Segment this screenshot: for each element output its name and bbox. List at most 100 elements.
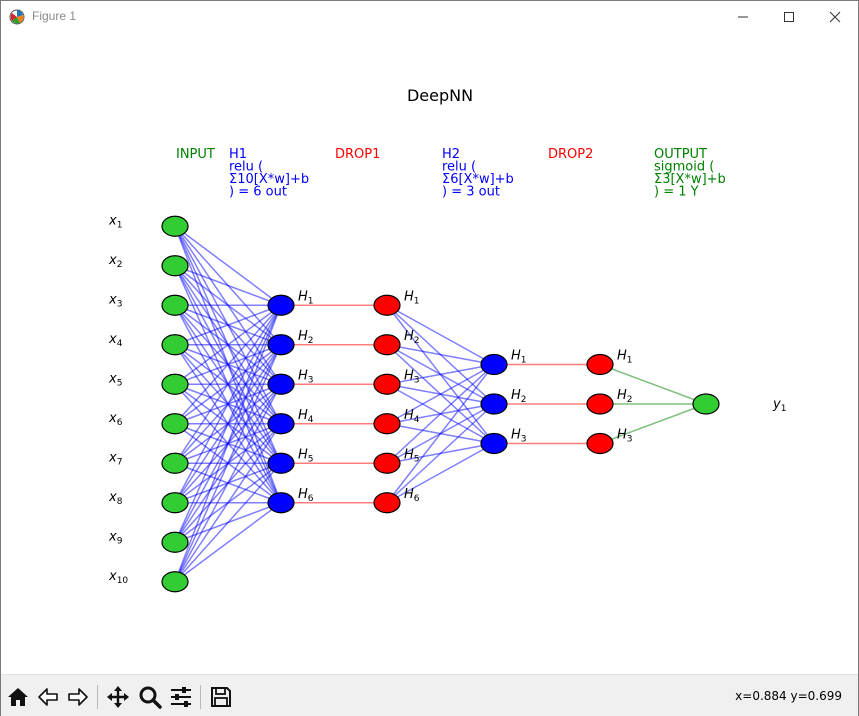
connection-line (386, 442, 495, 504)
layer-header-h1: relu ( (229, 160, 263, 175)
layer-header-output: Σ3[X*w]+b (654, 172, 726, 187)
drop1-node (373, 334, 401, 356)
node-label: H4 (298, 408, 314, 425)
zoom-icon (139, 686, 162, 709)
back-icon (38, 688, 58, 706)
connection-line (174, 304, 282, 583)
node-label: H3 (298, 368, 314, 385)
input-node (161, 571, 189, 593)
h2-node (480, 432, 508, 455)
connection-line (599, 403, 707, 445)
input-node (161, 413, 189, 435)
h1-node (267, 373, 295, 395)
matplotlib-figure-icon (9, 9, 25, 25)
connection-line (386, 344, 495, 366)
connection-lines (174, 225, 707, 583)
h1-node (267, 492, 295, 514)
layer-header-drop1: DROP1 (335, 147, 380, 162)
layer-header-output: ) = 1 Y (654, 185, 699, 200)
drop1-node (373, 294, 401, 316)
minimize-button[interactable] (720, 1, 766, 32)
node-label: x10 (108, 569, 128, 586)
drop2-node (586, 432, 614, 455)
node-label: H2 (617, 388, 633, 405)
home-icon (8, 688, 28, 706)
forward-button[interactable] (64, 683, 92, 711)
back-button[interactable] (34, 683, 62, 711)
layer-header-output: OUTPUT (654, 147, 707, 162)
input-node (161, 531, 189, 553)
configure-subplots-icon (171, 687, 191, 707)
node-label: H6 (404, 487, 420, 504)
output-node (692, 393, 720, 415)
close-icon (829, 11, 841, 22)
node-label: H3 (617, 428, 633, 445)
layer-header-drop2: DROP2 (548, 147, 593, 162)
input-node (161, 255, 189, 277)
connection-line (174, 304, 282, 346)
home-button[interactable] (4, 683, 32, 711)
connection-line (386, 364, 495, 504)
input-node (161, 452, 189, 474)
close-button[interactable] (812, 1, 858, 32)
input-node (161, 334, 189, 356)
h1-node (267, 294, 295, 316)
connection-line (174, 383, 282, 583)
layer-header-h2: H2 (442, 147, 460, 162)
connection-line (174, 304, 282, 543)
save-icon (211, 687, 231, 707)
navigation-toolbar: x=0.884 y=0.699 (1, 674, 858, 716)
h1-node (267, 334, 295, 356)
connection-line (386, 403, 495, 504)
node-label: x6 (108, 411, 123, 428)
title-bar[interactable]: Figure 1 (1, 1, 858, 32)
input-node (161, 492, 189, 514)
connection-line (174, 265, 282, 306)
h1-node (267, 452, 295, 474)
node-label: H2 (511, 388, 527, 405)
layer-header-h2: relu ( (442, 160, 476, 175)
layer-header-h1: ) = 6 out (229, 185, 287, 200)
forward-icon (68, 688, 88, 706)
layer-header-h2: ) = 3 out (442, 185, 500, 200)
node-label: H4 (404, 408, 420, 425)
diagram-title: DeepNN (407, 86, 473, 105)
connection-line (174, 304, 282, 425)
maximize-button[interactable] (766, 1, 812, 32)
window-title: Figure 1 (32, 9, 77, 23)
h1-node (267, 413, 295, 435)
layer-header-output: sigmoid ( (654, 160, 714, 175)
connection-line (599, 363, 707, 405)
node-label: H2 (298, 329, 314, 346)
minimize-icon (738, 16, 748, 17)
configure-subplots-button[interactable] (167, 683, 195, 711)
network-nodes (161, 215, 720, 593)
connection-line (174, 502, 282, 583)
cursor-coordinates: x=0.884 y=0.699 (735, 689, 842, 703)
layer-header-h1: Σ10[X*w]+b (229, 172, 309, 187)
node-label: H6 (298, 487, 314, 504)
connection-line (386, 363, 495, 385)
save-button[interactable] (207, 683, 235, 711)
connection-line (386, 363, 495, 425)
connection-line (174, 304, 282, 504)
node-label: x5 (108, 371, 122, 388)
connection-line (386, 363, 495, 464)
drop2-node (586, 393, 614, 415)
connection-line (174, 423, 282, 583)
node-label: H2 (404, 329, 420, 346)
zoom-button[interactable] (136, 683, 164, 711)
node-label: x1 (108, 213, 122, 230)
node-label: H1 (404, 289, 420, 306)
drop1-node (373, 452, 401, 474)
layer-header-input: INPUT (176, 147, 215, 162)
node-label: H5 (404, 447, 420, 464)
pan-button[interactable] (104, 683, 132, 711)
node-label: x2 (108, 253, 122, 270)
pan-icon (107, 686, 129, 708)
connection-line (174, 344, 282, 583)
